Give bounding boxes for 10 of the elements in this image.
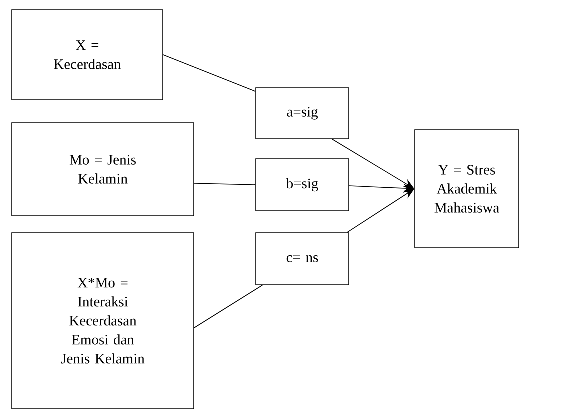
coefficient-box: c= ns: [256, 232, 350, 286]
connector-line: [194, 284, 263, 328]
variable-box: X = Kecerdasan: [12, 10, 164, 100]
variable-box: Y = Stres Akademik Mahasiswa: [414, 130, 520, 248]
variable-box: Mo = Jenis Kelamin: [12, 122, 194, 216]
coefficient-box: a=sig: [256, 88, 350, 140]
coefficient-box: b=sig: [256, 158, 350, 212]
connector-line: [194, 183, 256, 186]
variable-box: X*Mo = Interaksi Kecerdasan Emosi dan Jenis Kelamin: [12, 232, 194, 410]
connector-line: [163, 54, 256, 92]
